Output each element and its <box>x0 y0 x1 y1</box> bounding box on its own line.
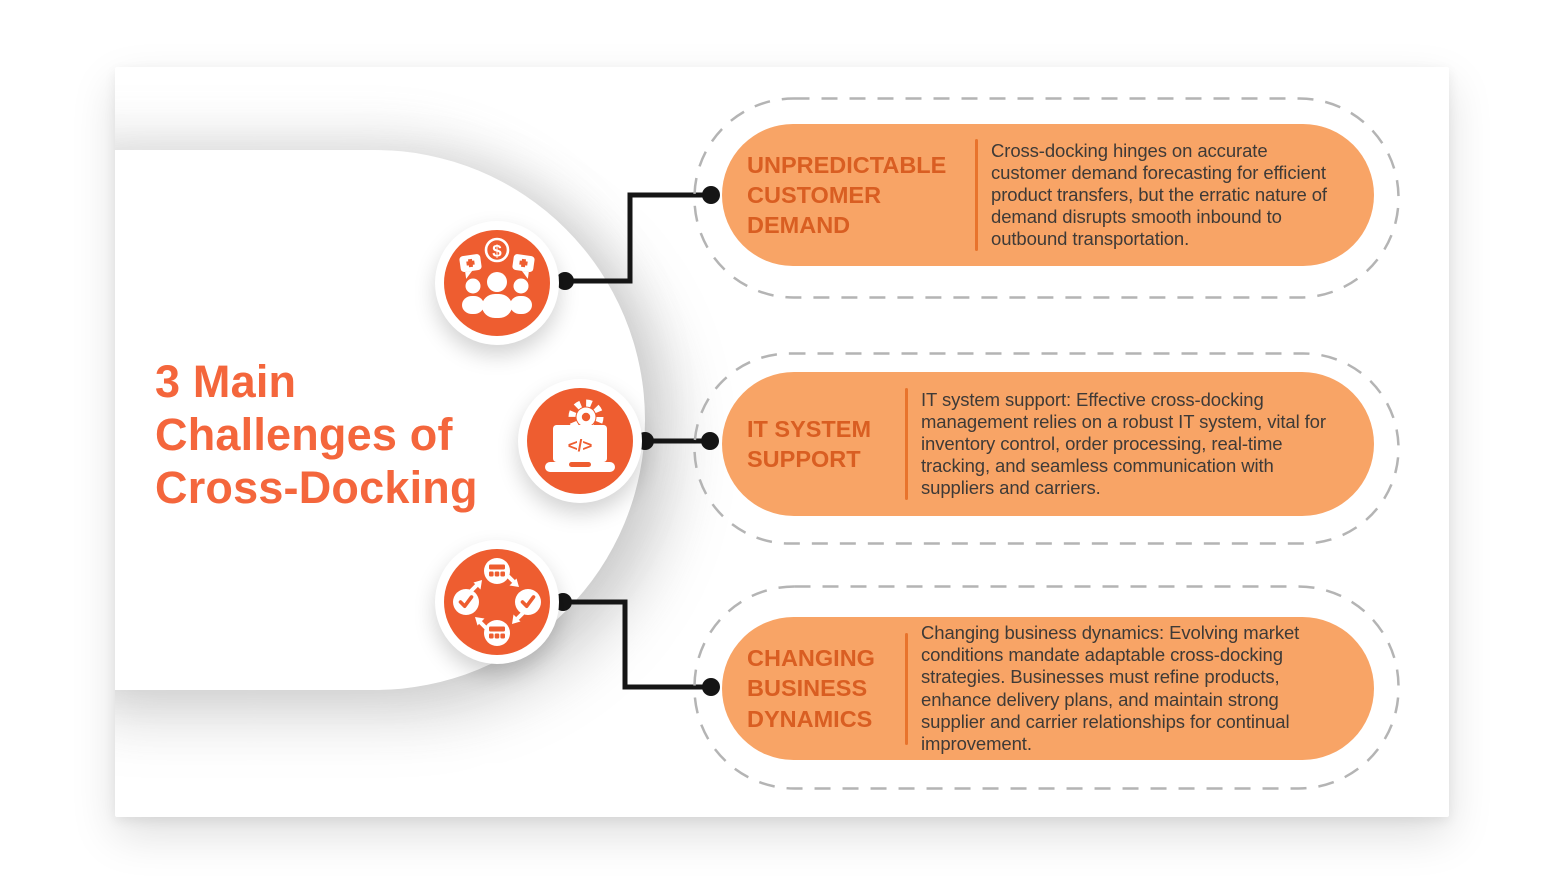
cycle-node-table-icon <box>484 620 510 646</box>
business-cycle-glyph <box>453 558 541 646</box>
challenge-pill: CHANGING BUSINESS DYNAMICS Changing busi… <box>722 617 1374 760</box>
customer-demand-icon-circle: $ <box>444 230 550 336</box>
speech-bubble-plus-icon <box>459 254 482 279</box>
challenge-heading: CHANGING BUSINESS DYNAMICS <box>747 645 875 732</box>
svg-text:$: $ <box>492 242 502 261</box>
it-system-icon: </> <box>518 379 642 503</box>
customer-demand-icon: $ <box>435 221 559 345</box>
challenge-body: Cross-docking hinges on accurate custome… <box>991 139 1327 250</box>
cycle-node-check-icon <box>453 589 479 615</box>
people-icon <box>462 272 532 318</box>
pill-divider <box>905 388 908 500</box>
challenge-item-changing-business-dynamics: CHANGING BUSINESS DYNAMICS Changing busi… <box>693 585 1400 790</box>
it-system-icon-circle: </> <box>527 388 633 494</box>
laptop-code-icon: </> <box>545 425 615 472</box>
cycle-arrow-icon <box>510 611 525 626</box>
business-cycle-icon-circle <box>444 549 550 655</box>
pill-divider <box>905 632 908 745</box>
infographic-card: 3 Main Challenges of Cross-Docking $ <box>115 67 1449 817</box>
challenge-item-it-system-support: IT SYSTEM SUPPORT IT system support: Eff… <box>693 352 1400 545</box>
challenge-pill: IT SYSTEM SUPPORT IT system support: Eff… <box>722 372 1374 516</box>
speech-bubble-plus-icon <box>512 254 535 279</box>
dashed-outline <box>693 97 1400 299</box>
pill-divider <box>975 139 978 251</box>
gear-icon <box>568 399 604 435</box>
challenge-heading: UNPREDICTABLE CUSTOMER DEMAND <box>747 151 947 239</box>
challenge-body: Changing business dynamics: Evolving mar… <box>921 621 1300 754</box>
challenge-body: IT system support: Effective cross-docki… <box>921 388 1326 499</box>
svg-text:</>: </> <box>568 436 593 455</box>
page-title-line-2: Challenges of <box>155 409 453 461</box>
dashed-outline <box>693 352 1400 545</box>
cycle-arrow-icon <box>469 578 484 593</box>
challenge-item-unpredictable-customer-demand: UNPREDICTABLE CUSTOMER DEMAND Cross-dock… <box>693 97 1400 299</box>
connector-line-3 <box>563 599 711 690</box>
dollar-icon: $ <box>484 237 510 263</box>
page-title-line-3: Cross-Docking <box>155 462 478 514</box>
page-title-line-1: 3 Main <box>155 356 297 407</box>
cycle-node-table-icon <box>484 558 510 584</box>
business-cycle-icon <box>435 540 559 664</box>
challenge-pill: UNPREDICTABLE CUSTOMER DEMAND Cross-dock… <box>722 124 1374 266</box>
challenge-heading: IT SYSTEM SUPPORT <box>747 415 872 472</box>
it-system-glyph: </> <box>545 399 615 472</box>
cycle-arrow-icon <box>506 574 521 589</box>
customer-demand-glyph: $ <box>459 237 535 318</box>
cycle-node-check-icon <box>515 589 541 615</box>
page-title: 3 Main Challenges of Cross-Docking <box>155 355 478 514</box>
dashed-outline <box>693 585 1400 790</box>
cycle-arrow-icon <box>473 615 488 630</box>
